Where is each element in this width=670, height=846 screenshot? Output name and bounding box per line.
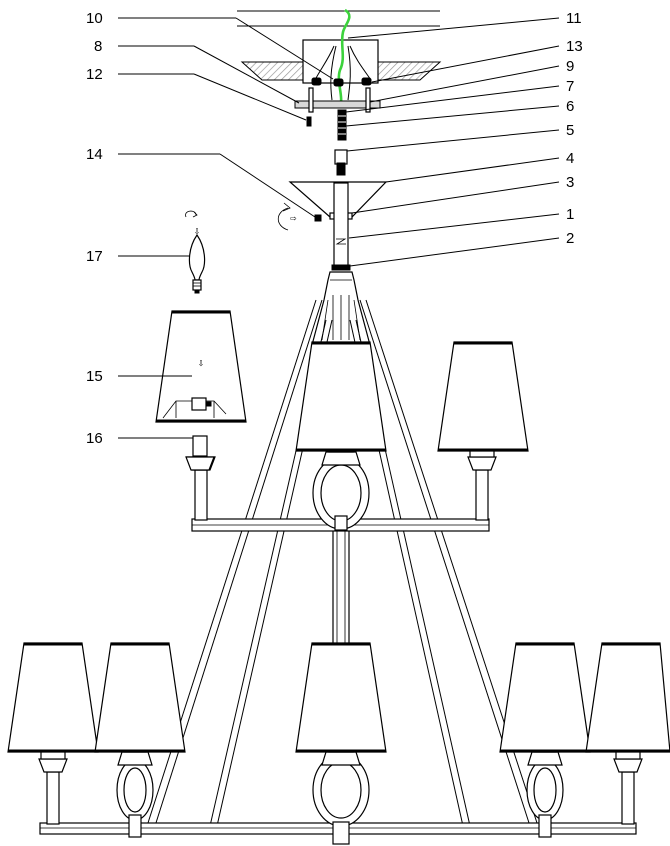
socket-detached: [185, 435, 215, 471]
callout-13: 13: [566, 38, 583, 55]
fixture-shade-upper-right: [437, 341, 529, 452]
callout-11: 11: [566, 10, 582, 27]
callout-5: 5: [566, 122, 574, 139]
callout-3: 3: [566, 174, 574, 191]
fixture-shade-lower-1: [7, 642, 99, 753]
callout-8: 8: [94, 38, 102, 55]
callout-15: 15: [86, 368, 103, 385]
callout-16: 16: [86, 430, 103, 447]
callout-6: 6: [566, 98, 574, 115]
callout-9: 9: [566, 58, 574, 75]
fixture-shade-lower-4: [499, 642, 591, 753]
set-screw: ⇨: [277, 202, 322, 231]
fixture-shade-lower-3: [295, 642, 387, 753]
callout-14: 14: [86, 146, 103, 163]
ground-wire: [337, 8, 351, 109]
wire-connectors: [311, 77, 372, 87]
junction-box: [302, 39, 379, 84]
svg-text:⇩: ⇩: [194, 227, 201, 236]
supply-wires: [314, 45, 372, 101]
callout-labels: 1 2 3 4 5 6 7 8 9 10 11 12 13 14 15 16 1…: [86, 10, 583, 447]
callout-7: 7: [566, 78, 574, 95]
fixture-shade-lower-2: [94, 642, 186, 753]
callout-2: 2: [566, 230, 574, 247]
fixture-shade-lower-5: [585, 642, 670, 753]
candelabra-bulb: ⇩: [185, 210, 206, 294]
svg-text:⇩: ⇩: [198, 359, 205, 368]
callout-12: 12: [86, 66, 103, 83]
fixture-shade-upper-center: [295, 341, 387, 452]
leader-lines: [118, 17, 560, 439]
lamp-shade-detached: ⇩: [155, 310, 247, 423]
callout-4: 4: [566, 150, 574, 167]
callout-10: 10: [86, 10, 103, 27]
coupling-nut: [334, 149, 348, 176]
callout-17: 17: [86, 248, 103, 265]
svg-text:⇨: ⇨: [290, 214, 297, 223]
mounting-screw: [306, 116, 312, 127]
callout-1: 1: [566, 206, 574, 223]
threaded-nipple: [337, 109, 347, 141]
mounting-bracket: [294, 87, 381, 113]
stem-rod: [331, 182, 351, 271]
